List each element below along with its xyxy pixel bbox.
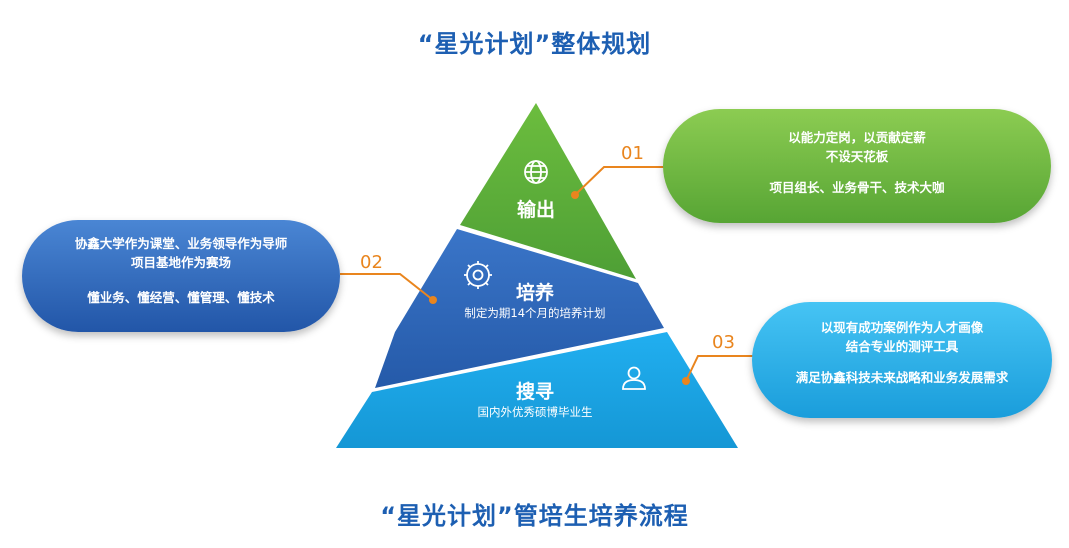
tier-bottom-label: 搜寻 国内外优秀硕博毕业生 — [430, 377, 640, 420]
callout-pill-01: 以能力定岗，以贡献定薪 不设天花板 项目组长、业务骨干、技术大咖 — [663, 109, 1051, 223]
callout-01-line3: 项目组长、业务骨干、技术大咖 — [769, 180, 945, 195]
leader-line-03 — [685, 355, 762, 382]
tier-middle-label: 培养 制定为期14个月的培养计划 — [430, 278, 640, 321]
pyramid-tier-top — [460, 103, 636, 279]
page-title: “星光计划”整体规划 — [417, 30, 652, 58]
callout-02-line2: 项目基地作为赛场 — [130, 255, 231, 270]
callout-number-01: 01 — [621, 143, 644, 164]
tier-middle-subtitle: 制定为期14个月的培养计划 — [464, 306, 606, 320]
leader-line-02 — [340, 273, 434, 301]
callout-03-line2: 结合专业的测评工具 — [845, 339, 959, 354]
callout-02-line1: 协鑫大学作为课堂、业务领导作为导师 — [74, 236, 288, 251]
pyramid-tier-middle — [375, 229, 664, 388]
callout-pill-02: 协鑫大学作为课堂、业务领导作为导师 项目基地作为赛场 懂业务、懂经营、懂管理、懂… — [22, 220, 340, 332]
callout-number-02: 02 — [360, 252, 383, 273]
callout-02-line3: 懂业务、懂经营、懂管理、懂技术 — [87, 290, 275, 305]
callout-01-line1: 以能力定岗，以贡献定薪 — [788, 130, 926, 145]
callout-number-03: 03 — [712, 332, 735, 353]
gear-icon — [464, 261, 492, 289]
globe-icon — [524, 160, 548, 184]
person-icon — [622, 366, 646, 390]
tier-bottom-subtitle: 国内外优秀硕博毕业生 — [477, 405, 593, 419]
tier-bottom-name: 搜寻 — [515, 381, 554, 403]
leader-dot-02 — [429, 296, 437, 304]
callout-03-line3: 满足协鑫科技未来战略和业务发展需求 — [795, 370, 1009, 385]
tier-middle-name: 培养 — [515, 282, 554, 304]
callout-01-line2: 不设天花板 — [825, 149, 889, 164]
callout-03-line1: 以现有成功案例作为人才画像 — [820, 320, 984, 335]
callout-pill-03: 以现有成功案例作为人才画像 结合专业的测评工具 满足协鑫科技未来战略和业务发展需… — [752, 302, 1052, 418]
leader-line-01 — [574, 166, 665, 196]
pyramid-tier-bottom — [336, 332, 738, 448]
leader-dot-01 — [571, 191, 579, 199]
tier-top-name: 输出 — [516, 199, 555, 221]
diagram-caption: “星光计划”管培生培养流程 — [380, 502, 689, 530]
leader-dot-03 — [682, 377, 690, 385]
tier-top-label: 输出 — [486, 195, 586, 222]
